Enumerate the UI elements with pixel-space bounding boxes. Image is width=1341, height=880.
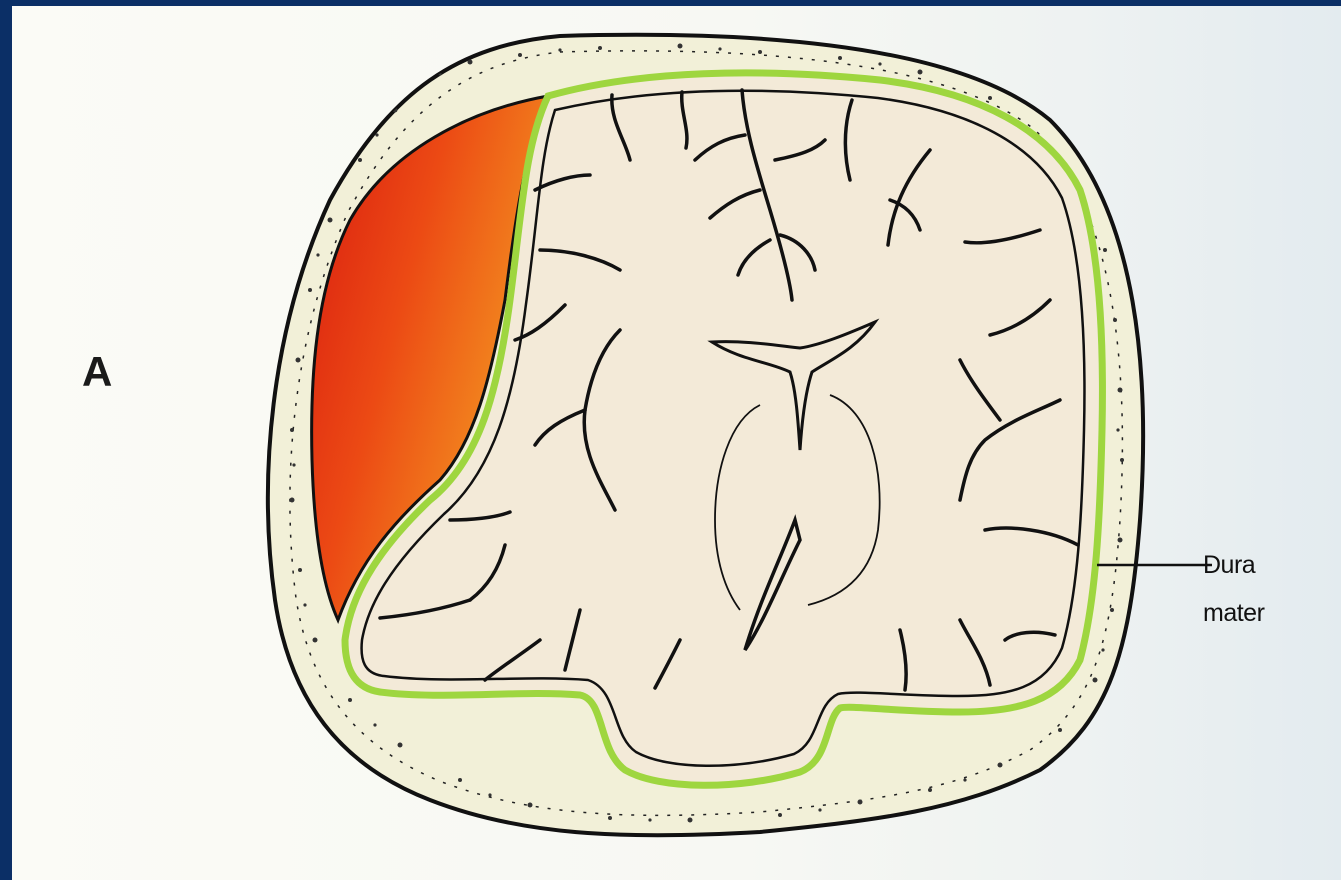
skull-cross-section-diagram <box>12 6 1341 880</box>
dura-label-line2: mater <box>1203 599 1264 628</box>
panel-letter: A <box>82 348 112 396</box>
page-background: A <box>12 6 1341 880</box>
dura-label-line1: Dura <box>1203 551 1255 580</box>
